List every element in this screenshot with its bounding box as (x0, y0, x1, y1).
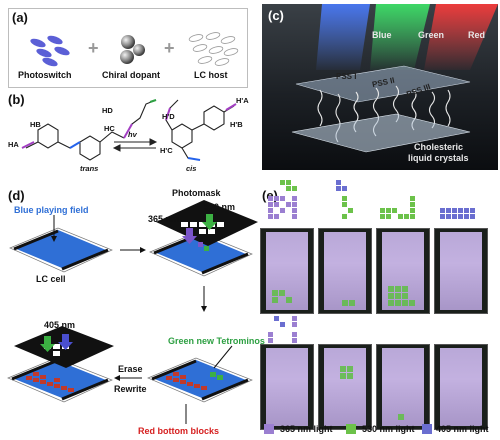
trans-hd-label: HD (102, 106, 113, 115)
pss-1-label: PSS I (336, 72, 357, 81)
photo-row1-3 (376, 228, 430, 314)
cholesteric-label: Cholesteric (414, 142, 464, 152)
red-light-label: Red (468, 30, 486, 40)
row2-icon-1 (268, 316, 297, 343)
panel-a-label: (a) (12, 10, 28, 25)
photoswitch-icon (30, 35, 70, 67)
nm530-label: 530 nm (204, 202, 236, 212)
photo-row1-2 (318, 228, 372, 314)
lc-cell-1 (9, 227, 113, 273)
liquid-crystals-label: liquid crystals (408, 153, 469, 163)
photomask-label: Photomask (172, 188, 221, 198)
row1-icon-4 (440, 208, 475, 219)
photo-row2-1 (260, 344, 314, 430)
chiral-dopant-label: Chiral dopant (102, 70, 160, 80)
blue-light-label: Blue (372, 30, 392, 40)
lc-host-icon (188, 32, 239, 66)
nm365-label: 365 nm (148, 214, 180, 224)
legend-405-swatch (422, 424, 432, 434)
lc-host-label: LC host (194, 70, 228, 80)
erase-label: Erase (118, 364, 143, 374)
cis-hd-label: H'D (162, 112, 175, 121)
lc-cell-4 (7, 357, 113, 403)
green-light-label: Green (418, 30, 445, 40)
photo-row2-2 (318, 344, 372, 430)
lc-cell-label: LC cell (36, 274, 66, 284)
photoswitch-label: Photoswitch (18, 70, 72, 80)
cis-hc-label: H'C (160, 146, 173, 155)
legend-530-label: 530 nm light (362, 424, 415, 434)
panel-d-label: (d) (8, 188, 25, 203)
blue-beam (316, 4, 370, 70)
photo-row2-4 (434, 344, 488, 430)
panel-e-label: (e) (262, 188, 278, 203)
panel-b-label: (b) (8, 92, 25, 107)
row1-icon-3 (380, 196, 415, 219)
legend-530-swatch (346, 424, 356, 434)
row1-icon-2 (336, 180, 353, 219)
row1-icon-1 (268, 180, 297, 219)
green-tetrominos-label: Green new Tetrominos (168, 336, 265, 346)
hv-label: hv (128, 130, 137, 139)
plus-sign-1: + (88, 38, 99, 58)
legend-365-swatch (264, 424, 274, 434)
red-beam (424, 4, 498, 70)
panel-a-frame (8, 8, 248, 88)
plus-sign-2: + (164, 38, 175, 58)
cis-label: cis (186, 164, 197, 173)
trans-hc-label: HC (104, 124, 115, 133)
blue-playing-field-label: Blue playing field (14, 205, 89, 215)
trans-label: trans (80, 164, 99, 173)
photo-row1-4 (434, 228, 488, 314)
rewrite-label: Rewrite (114, 384, 147, 394)
lc-cell-2 (149, 231, 253, 277)
trans-ha-label: HA (8, 140, 19, 149)
red-bottom-blocks-label: Red bottom blocks (138, 426, 220, 436)
trans-hb-label: HB (30, 120, 41, 129)
lc-cell-3 (147, 357, 253, 403)
cis-hb-label: H'B (230, 120, 243, 129)
top-glass-plate (295, 65, 471, 103)
nm405-label: 405 nm (44, 320, 76, 330)
bottom-glass-plate (291, 113, 471, 153)
green-beam (370, 4, 430, 70)
photo-row1-1 (260, 228, 314, 314)
panel-c-label: (c) (268, 8, 284, 23)
cis-ha-label: H'A (236, 96, 249, 105)
legend-405-label: 405 nm light (436, 424, 489, 434)
chiral-dopant-icon (120, 35, 145, 64)
legend-365-label: 365 nm light (280, 424, 333, 434)
